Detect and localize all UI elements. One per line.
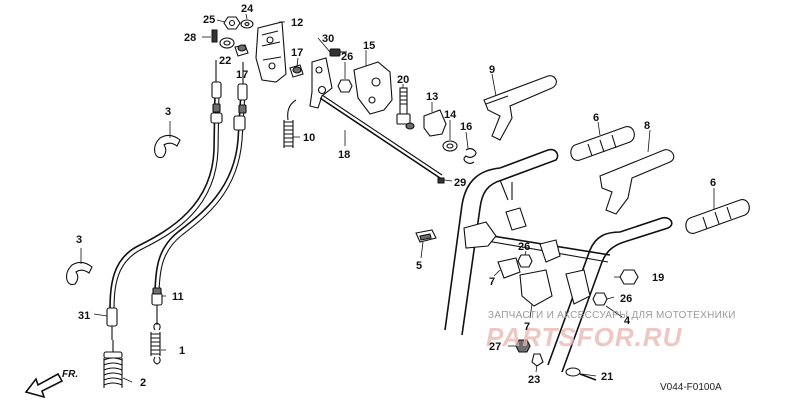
watermark-caption: ЗАПЧАСТИ И АКСЕССУАРЫ ДЛЯ МОТОТЕХНИКИ — [488, 310, 736, 321]
grommet-5 — [415, 229, 437, 243]
callout-31: 31 — [78, 310, 90, 322]
callout-12: 12 — [291, 17, 303, 29]
callout-30: 30 — [322, 33, 334, 45]
callout-2: 2 — [140, 377, 146, 389]
grip-6-lower — [685, 199, 750, 234]
callout-14: 14 — [444, 109, 457, 121]
callout-22: 22 — [219, 55, 231, 67]
nut-19 — [619, 269, 639, 285]
callout-7-upper: 7 — [489, 276, 495, 288]
lever-9 — [483, 75, 557, 141]
front-direction-arrow: FR. — [24, 369, 78, 399]
callout-3-lower: 3 — [76, 234, 82, 246]
washer-24 — [240, 19, 254, 29]
svg-text:FR.: FR. — [62, 369, 78, 380]
pivot-bolt-20 — [396, 87, 415, 130]
callout-25: 25 — [203, 14, 215, 26]
diagram-code: V044-F0100A — [660, 382, 722, 393]
spring-10 — [283, 99, 297, 148]
bolt-28 — [211, 29, 218, 43]
callout-24: 24 — [241, 3, 254, 15]
callout-13: 13 — [426, 91, 438, 103]
callout-27: 27 — [489, 341, 501, 353]
leader-lines — [80, 13, 715, 383]
cable-clip-upper — [154, 134, 181, 159]
nut-26-mid — [517, 254, 533, 268]
callout-16: 16 — [460, 121, 472, 133]
watermark: ЗАПЧАСТИ И АКСЕССУАРЫ ДЛЯ МОТОТЕХНИКИ PA… — [486, 310, 736, 352]
callout-29: 29 — [454, 177, 466, 189]
callout-4: 4 — [624, 315, 631, 327]
callout-19: 19 — [652, 272, 664, 284]
collar-14 — [442, 140, 458, 152]
plate-15 — [353, 61, 393, 115]
callout-21: 21 — [601, 371, 613, 383]
bolt-21 — [565, 367, 597, 381]
grip-6-upper — [570, 126, 635, 161]
watermark-logo: PARTSFOR.RU — [486, 322, 683, 352]
callout-26-top: 26 — [341, 51, 353, 63]
nut-26-top — [337, 79, 353, 93]
callout-17-left: 17 — [236, 69, 248, 81]
callout-20: 20 — [397, 74, 409, 86]
callout-10: 10 — [303, 132, 315, 144]
callout-9: 9 — [489, 64, 495, 76]
collar-17-right — [289, 64, 304, 78]
handle-frame-4 — [444, 148, 673, 373]
callout-3-upper: 3 — [165, 106, 171, 118]
rod-18 — [319, 94, 445, 184]
callout-6-lower: 6 — [710, 177, 716, 189]
callout-26-mid: 26 — [518, 241, 530, 253]
callout-18: 18 — [338, 149, 350, 161]
callout-6-upper: 6 — [593, 112, 599, 124]
callout-1: 1 — [179, 345, 185, 357]
callout-26-right: 26 — [620, 293, 632, 305]
spring-16 — [463, 147, 477, 165]
collar-22 — [219, 37, 235, 49]
spring-1 — [150, 322, 161, 365]
spring-2 — [103, 340, 123, 388]
clip-23 — [531, 353, 544, 367]
callout-11: 11 — [172, 291, 184, 303]
callout-23: 23 — [528, 374, 540, 386]
bolt-30 — [329, 48, 347, 57]
nut-26-right — [592, 292, 608, 306]
collar-17-left — [234, 44, 249, 57]
callout-15: 15 — [363, 40, 375, 52]
cable-clip-lower — [66, 261, 93, 286]
throttle-cable-assembly — [106, 60, 248, 340]
nut-25 — [223, 16, 241, 30]
callout-5: 5 — [416, 260, 422, 272]
callout-17-right: 17 — [291, 47, 303, 59]
lever-arm — [309, 57, 333, 109]
callout-7-lower: 7 — [524, 321, 530, 333]
bracket-12 — [255, 21, 287, 83]
lever-8 — [599, 149, 675, 215]
callout-28: 28 — [184, 32, 196, 44]
part-callouts: 25 24 12 28 22 17 17 30 26 15 20 13 14 1… — [76, 3, 716, 389]
cam-13 — [423, 109, 447, 137]
callout-8: 8 — [644, 120, 650, 132]
